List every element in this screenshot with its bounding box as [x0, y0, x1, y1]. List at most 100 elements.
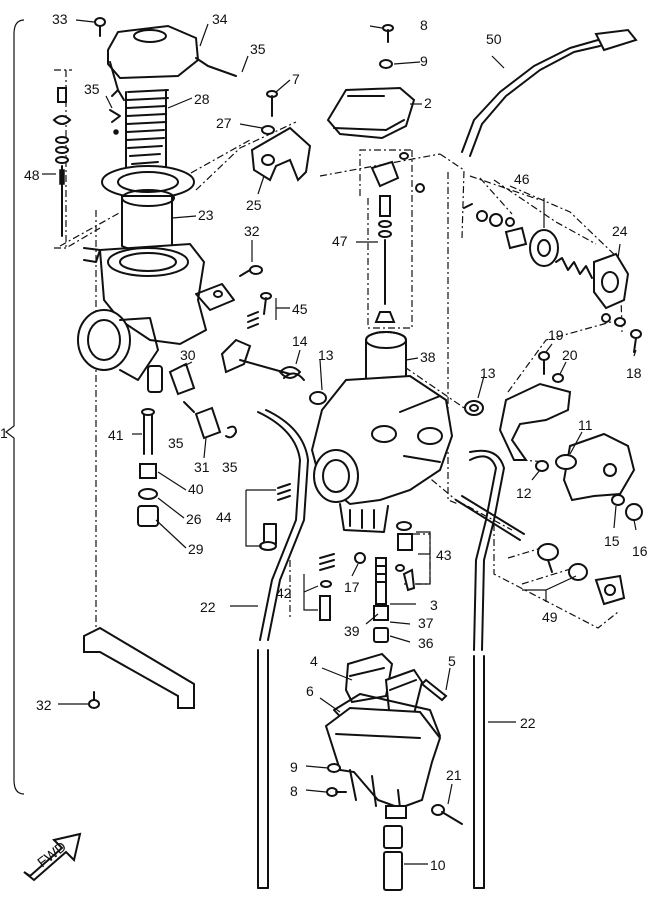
callout-48: 48 [24, 167, 40, 183]
callout-35-left: 35 [84, 81, 100, 97]
part-18-screw [630, 329, 642, 353]
part-31-pin [183, 401, 222, 440]
callout-13-left: 13 [318, 347, 334, 363]
part-27-washer [261, 125, 275, 135]
callout-41: 41 [108, 427, 124, 443]
callout-23: 23 [198, 207, 214, 223]
callout-20: 20 [562, 347, 578, 363]
callout-34: 34 [212, 11, 228, 27]
part-32-screw-upper [239, 265, 263, 277]
part-32-screw-lower [88, 691, 100, 709]
part-8-screw-bottom [326, 787, 347, 797]
carburetor-body-upper [77, 242, 235, 393]
callout-30: 30 [180, 347, 196, 363]
part-25-lever [250, 126, 312, 182]
callout-29: 29 [188, 541, 204, 557]
part-19-screw [538, 351, 550, 375]
part-35-clip-right [225, 425, 237, 439]
leader-lines [42, 19, 637, 865]
callout-14: 14 [292, 333, 308, 349]
callout-21: 21 [446, 767, 462, 783]
callout-39: 39 [344, 623, 360, 639]
callout-12: 12 [516, 485, 532, 501]
float-bowl [324, 706, 442, 819]
callout-5: 5 [448, 653, 456, 669]
callout-27: 27 [216, 115, 232, 131]
callout-45: 45 [292, 301, 308, 317]
callout-3: 3 [430, 597, 438, 613]
part-7-screw [266, 90, 278, 117]
callout-43: 43 [436, 547, 452, 563]
callout-2: 2 [424, 95, 432, 111]
part-11-bracket [498, 382, 636, 502]
callout-32-lower: 32 [36, 697, 52, 713]
callout-31: 31 [194, 459, 210, 475]
part-34-top-cap [107, 24, 237, 101]
callout-49: 49 [542, 609, 558, 625]
callout-28: 28 [194, 91, 210, 107]
part-48-needle-assembly [52, 87, 72, 237]
part-43-jets [395, 521, 416, 592]
part-3-main-jet-holder [375, 557, 387, 605]
part-44-springs-screw [259, 483, 291, 551]
assembly-bracket [5, 19, 25, 795]
part-40-jet [139, 463, 157, 479]
callout-18: 18 [626, 365, 642, 381]
callout-25: 25 [246, 197, 262, 213]
part-9-washer-top [379, 59, 393, 69]
callout-33: 33 [52, 11, 68, 27]
part-14-spring [279, 366, 305, 381]
callout-10: 10 [430, 857, 446, 873]
callout-17: 17 [344, 579, 360, 595]
callout-44: 44 [216, 509, 232, 525]
part-22-hose-right [469, 449, 505, 889]
callout-8-bottom: 8 [290, 783, 298, 799]
part-42-pilot-screw [319, 553, 335, 621]
callout-22-right: 22 [520, 715, 536, 731]
part-15-washer [611, 494, 625, 506]
part-13-washer-left [309, 391, 327, 405]
callout-35-mid: 35 [168, 435, 184, 451]
part-30-pin [168, 362, 196, 396]
part-23-throttle-slide [101, 165, 195, 253]
callout-9-bottom: 9 [290, 759, 298, 775]
callouts: 33 34 35 35 28 48 23 32 8 9 7 27 2 25 47… [24, 11, 648, 873]
callout-40: 40 [188, 481, 204, 497]
callout-16: 16 [632, 543, 648, 559]
callout-47: 47 [332, 233, 348, 249]
part-46-small-parts [463, 203, 559, 267]
callout-24: 24 [612, 223, 628, 239]
part-37-main-jet [373, 605, 389, 621]
part-12-screw [535, 460, 549, 472]
part-13-washer-right [464, 400, 484, 416]
part-26-washer [138, 488, 158, 500]
callout-46: 46 [514, 171, 530, 187]
part-28-spring [125, 89, 169, 169]
callout-35-right: 35 [222, 459, 238, 475]
callout-7: 7 [292, 71, 300, 87]
part-36-jet [373, 627, 389, 643]
part-35-clip [109, 109, 121, 135]
callout-13-right: 13 [480, 365, 496, 381]
callout-15: 15 [604, 533, 620, 549]
callout-6: 6 [306, 683, 314, 699]
part-45-screws [247, 292, 272, 329]
callout-8-top: 8 [420, 17, 428, 33]
part-17-jet [354, 552, 366, 564]
callout-35-top: 35 [250, 41, 266, 57]
part-33-screw [94, 17, 106, 37]
part-24-choke-plunger [555, 252, 630, 327]
part-10-drain-hose [383, 825, 403, 891]
callout-4: 4 [310, 653, 318, 669]
callout-1: 1 [0, 425, 8, 441]
part-49-throttle-screw [455, 495, 626, 606]
callout-22-left: 22 [200, 599, 216, 615]
carburetor-body-main [310, 374, 454, 533]
callout-50: 50 [486, 31, 502, 47]
callout-32-upper: 32 [244, 223, 260, 239]
part-20-washer [552, 373, 564, 383]
fwd-arrow-icon [23, 832, 82, 882]
callout-42: 42 [276, 585, 292, 601]
callout-11: 11 [578, 417, 593, 433]
